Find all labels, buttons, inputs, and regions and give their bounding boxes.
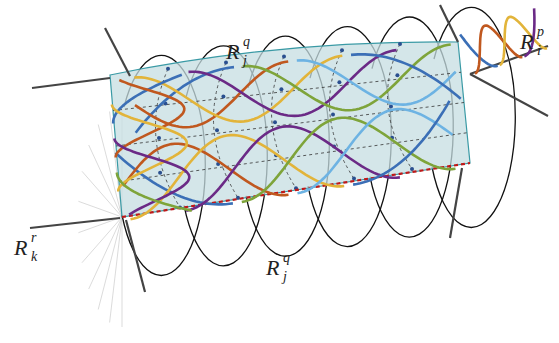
- basis-label: Rqj: [226, 41, 239, 63]
- control-point: [398, 42, 402, 46]
- symbol: R: [266, 255, 279, 280]
- subscript: i: [537, 44, 541, 58]
- control-point: [166, 67, 170, 71]
- plot-frame: [470, 74, 548, 116]
- plot-frame: [105, 28, 130, 76]
- superscript: p: [537, 25, 544, 39]
- control-point: [337, 80, 341, 84]
- radial-line: [122, 217, 123, 327]
- plot-frame: [30, 218, 120, 228]
- basis-curve: [131, 135, 345, 219]
- basis-curve: [351, 54, 461, 98]
- superscript: q: [243, 35, 250, 49]
- basis-curve: [242, 118, 456, 202]
- basis-curve: [186, 126, 400, 210]
- control-point: [282, 54, 286, 58]
- basis-label: Rqj: [266, 257, 279, 279]
- basis-curve: [353, 101, 449, 185]
- control-point: [279, 87, 283, 91]
- basis-label: Rpi: [520, 31, 533, 53]
- basis-curve: [117, 173, 192, 211]
- control-point: [331, 112, 335, 116]
- subscript: k: [31, 250, 37, 264]
- control-point: [340, 48, 344, 52]
- basis-curve: [114, 139, 189, 215]
- control-point: [158, 171, 162, 175]
- basis-curve: [500, 17, 547, 65]
- radial-line: [110, 217, 122, 323]
- control-point: [410, 167, 414, 171]
- plot-frame: [126, 220, 145, 292]
- superscript: q: [283, 251, 290, 265]
- control-point: [221, 94, 225, 98]
- control-point: [389, 105, 393, 109]
- control-point: [395, 73, 399, 77]
- symbol: R: [520, 29, 533, 54]
- basis-curve: [297, 60, 456, 104]
- control-point: [273, 120, 277, 124]
- symbol: R: [14, 235, 27, 260]
- basis-curve: [298, 109, 453, 193]
- superscript: r: [31, 231, 36, 245]
- radial-line: [89, 217, 122, 289]
- plot-frame: [32, 78, 110, 88]
- plot-frame: [440, 5, 458, 42]
- basis-label: Rrk: [14, 237, 27, 259]
- subscript: j: [283, 270, 287, 284]
- control-point: [157, 136, 161, 140]
- basis-curve: [475, 26, 522, 74]
- subscript: j: [243, 54, 247, 68]
- basis-curve: [116, 80, 185, 158]
- symbol: R: [226, 39, 239, 64]
- control-point: [215, 128, 219, 132]
- plot-frame: [450, 168, 462, 238]
